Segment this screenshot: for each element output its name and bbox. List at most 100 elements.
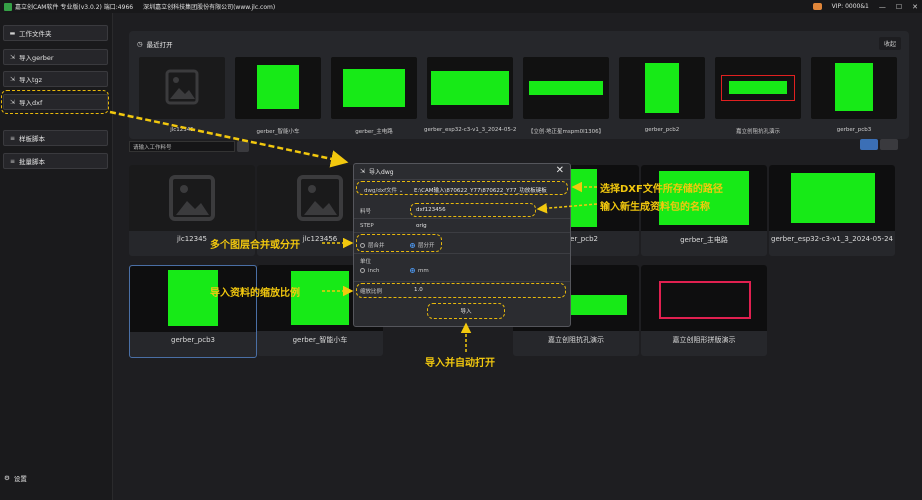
import-icon: ⇲: [9, 98, 16, 106]
vip-badge[interactable]: VIP: 0000&1: [831, 3, 869, 10]
project-card[interactable]: gerber_主电路: [641, 165, 767, 256]
radio-on-icon: [410, 243, 415, 248]
sidebar-item-workfolder[interactable]: ▬工作文件夹: [3, 25, 108, 41]
layer-merge-radio[interactable]: 层合并: [360, 241, 385, 249]
sidebar-item-label: 导入dxf: [19, 99, 43, 107]
project-card[interactable]: gerber_esp32-c3-v1_3_2024-05-24: [769, 165, 895, 256]
radio-on-icon: [410, 268, 415, 273]
project-card-selected[interactable]: gerber_pcb3: [129, 265, 257, 358]
app-logo-icon: [4, 2, 12, 11]
unit-inch-radio[interactable]: inch: [360, 268, 380, 274]
sidebar-item-import-dxf[interactable]: ⇲导入dxf: [3, 94, 108, 110]
gear-icon: ⚙: [4, 474, 10, 482]
recent-label-0: jlc12345: [170, 127, 194, 133]
project-card-label: gerber_主电路: [680, 236, 728, 244]
recent-thumb-6[interactable]: [715, 57, 801, 119]
recent-thumb-7[interactable]: [811, 57, 897, 119]
maximize-button[interactable]: ☐: [895, 2, 903, 11]
unit-label: 单位: [360, 259, 372, 265]
part-number-input[interactable]: dxf123456: [416, 207, 446, 213]
search-input[interactable]: 请输入工作料号: [129, 141, 235, 152]
dialog-close-icon[interactable]: ✕: [555, 165, 564, 176]
sidebar-item-label: 导入gerber: [19, 54, 54, 62]
clock-icon: ◷: [137, 40, 143, 48]
sidebar-item-import-tgz[interactable]: ⇲导入tgz: [3, 71, 108, 87]
sidebar-item-batch-script[interactable]: ≡批量脚本: [3, 153, 108, 169]
import-icon: ⇲: [9, 75, 16, 83]
recent-label-5: gerber_pcb2: [644, 127, 680, 133]
project-card[interactable]: jlc12345: [129, 165, 255, 256]
divider: [354, 179, 570, 180]
list-view-button[interactable]: [880, 139, 898, 150]
import-button[interactable]: 导入: [460, 309, 472, 315]
script-icon: ≡: [9, 134, 16, 142]
sidebar: ▬工作文件夹 ⇲导入gerber ⇲导入tgz ⇲导入dxf ≡样板脚本 ≡批量…: [0, 13, 113, 500]
highlight-scale: [356, 283, 566, 298]
merge-option-label: 层合并: [368, 243, 385, 249]
highlight-import-dxf: [1, 90, 109, 114]
project-card[interactable]: 嘉立创阻形拼版演示: [641, 265, 767, 356]
project-card-label: gerber_pcb3: [171, 336, 215, 344]
sidebar-item-label: 样板脚本: [19, 135, 45, 143]
dialog-title: 导入dwg: [369, 168, 394, 176]
part-label: 料号: [360, 209, 372, 215]
annotation-open: 导入并自动打开: [425, 358, 495, 369]
titlebar-controls: VIP: 0000&1 — ☐ ✕: [812, 0, 918, 13]
import-icon: ⇲: [9, 53, 16, 61]
scale-label: 缩放比例: [360, 289, 383, 295]
project-card-label: 嘉立创阻抗孔演示: [548, 336, 604, 344]
annotation-path: 选择DXF文件所存储的路径: [600, 184, 723, 195]
recent-thumb-1[interactable]: [235, 57, 321, 119]
project-card-label: gerber_智能小车: [292, 336, 348, 344]
annotation-scale: 导入资料的缩放比例: [210, 288, 300, 299]
recent-thumb-4[interactable]: [523, 57, 609, 119]
recent-label-6: 嘉立创阻抗孔演示: [735, 129, 780, 135]
project-card-label: jlc12345: [176, 235, 207, 243]
settings-button[interactable]: ⚙设置: [4, 473, 27, 483]
project-card[interactable]: 嘉立创阻抗孔演示: [513, 265, 639, 356]
unit-mm-radio[interactable]: mm: [410, 268, 429, 274]
recent-thumb-5[interactable]: [619, 57, 705, 119]
unit-inch-label: inch: [368, 268, 380, 274]
project-card-label: jlc123456: [302, 235, 338, 243]
sidebar-item-label: 导入tgz: [19, 76, 43, 84]
close-window-button[interactable]: ✕: [912, 2, 918, 11]
layer-split-radio[interactable]: 层分开: [410, 241, 435, 249]
settings-label: 设置: [13, 475, 27, 483]
project-card-label: gerber_esp32-c3-v1_3_2024-05-24: [771, 235, 893, 243]
collapse-button[interactable]: 收起: [878, 37, 901, 50]
recent-thumb-2[interactable]: [331, 57, 417, 119]
sidebar-item-import-gerber[interactable]: ⇲导入gerber: [3, 49, 108, 65]
file-path-input[interactable]: E:\CAM输入\870622_Y77\870622_Y77_功放板键板: [414, 188, 547, 194]
sidebar-item-label: 批量脚本: [19, 158, 45, 166]
recent-thumb-0[interactable]: [139, 57, 225, 119]
scale-input[interactable]: 1.0: [414, 287, 423, 293]
image-placeholder-icon: [297, 175, 343, 221]
divider: [354, 281, 570, 282]
file-type-select[interactable]: dwg/dxf文件 ⌄: [364, 188, 404, 194]
highlight-file-path: [356, 181, 568, 195]
highlight-import-button: [427, 303, 505, 319]
sidebar-item-label: 工作文件夹: [19, 30, 52, 38]
minimize-button[interactable]: —: [878, 2, 886, 11]
divider: [354, 253, 570, 254]
company-name: 深圳嘉立创科技集团股份有限公司(www.jlc.com): [143, 4, 276, 11]
radio-off-icon: [360, 243, 365, 248]
recent-thumb-3[interactable]: [427, 57, 513, 119]
app-title: 嘉立创CAM软件 专业版(v3.0.2) 端口:4966: [15, 4, 134, 11]
radio-off-icon: [360, 268, 365, 273]
sidebar-item-sample-script[interactable]: ≡样板脚本: [3, 130, 108, 146]
search-button[interactable]: [237, 141, 249, 152]
recent-panel: ◷最近打开 收起 jlc12345 gerber_智能小车 gerber_主电路…: [129, 31, 909, 139]
project-card-label: gerber_pcb2: [554, 235, 598, 243]
step-label: STEP: [360, 223, 374, 229]
folder-icon: ▬: [9, 29, 16, 37]
recent-title: ◷最近打开: [137, 39, 173, 49]
annotation-name: 输入新生成资料包的名称: [600, 202, 710, 213]
step-input[interactable]: orig: [416, 223, 427, 229]
recent-label-4: 【立创·地正星mspm0l1306】: [527, 129, 605, 135]
recent-label-3: gerber_esp32-c3-v1_3_2024-05-24: [424, 127, 516, 133]
image-placeholder-icon: [169, 175, 215, 221]
project-card-label: 嘉立创阻形拼版演示: [672, 336, 736, 344]
grid-view-button[interactable]: [860, 139, 878, 150]
